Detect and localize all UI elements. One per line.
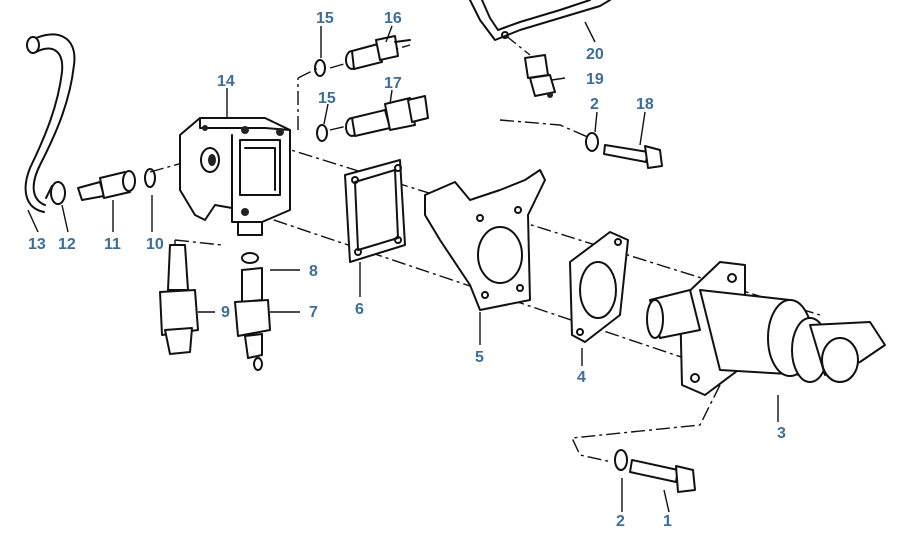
- part-2-washer-top: [585, 132, 599, 152]
- part-11-hose-nipple: [77, 170, 136, 201]
- part-9-sender: [159, 244, 199, 355]
- callout-4: 4: [577, 369, 586, 386]
- callout-6: 6: [355, 301, 364, 318]
- part-20-gasket: [469, 0, 611, 41]
- part-2-washer-bottom: [614, 449, 628, 471]
- callout-1: 1: [663, 513, 672, 530]
- callout-9: 9: [221, 304, 230, 321]
- callout-14: 14: [217, 73, 235, 90]
- part-12-clamp: [45, 181, 66, 205]
- callout-labels: 1 2 2 3 4 5 6 7 8 9 10 11 12 13 14 15 15…: [28, 10, 786, 530]
- part-14-housing: [179, 117, 291, 236]
- callout-3: 3: [777, 425, 786, 442]
- callout-19: 19: [586, 71, 604, 88]
- part-17-sender: [345, 95, 429, 137]
- part-16-fitting: [345, 35, 411, 70]
- part-10-washer: [144, 168, 156, 188]
- callout-8: 8: [309, 263, 318, 280]
- part-18-bolt: [603, 144, 663, 169]
- leader-lines: [27, 21, 779, 513]
- part-4-flange-gasket: [569, 231, 629, 343]
- part-19-switch: [524, 54, 556, 98]
- callout-2-top: 2: [590, 96, 599, 113]
- callout-15-top: 15: [316, 10, 334, 27]
- callout-18: 18: [636, 96, 654, 113]
- callout-11: 11: [104, 236, 121, 253]
- callout-15-middle: 15: [318, 90, 336, 107]
- callout-5: 5: [475, 349, 484, 366]
- part-5-bracket: [424, 169, 546, 311]
- part-7-sender: [234, 267, 271, 371]
- callout-2-bottom: 2: [616, 513, 625, 530]
- callout-17: 17: [384, 75, 402, 92]
- callout-13: 13: [28, 236, 46, 253]
- part-1-bolt: [629, 459, 696, 493]
- callout-12: 12: [58, 236, 76, 253]
- part-8-washer: [241, 252, 259, 264]
- part-15-washers: [314, 59, 328, 142]
- part-3-cylinder: [646, 261, 886, 396]
- callout-16: 16: [384, 10, 402, 27]
- callout-10: 10: [146, 236, 164, 253]
- callout-7: 7: [309, 304, 318, 321]
- callout-20: 20: [586, 46, 604, 63]
- part-13-hose: [24, 33, 76, 213]
- part-6-gasket: [344, 159, 406, 263]
